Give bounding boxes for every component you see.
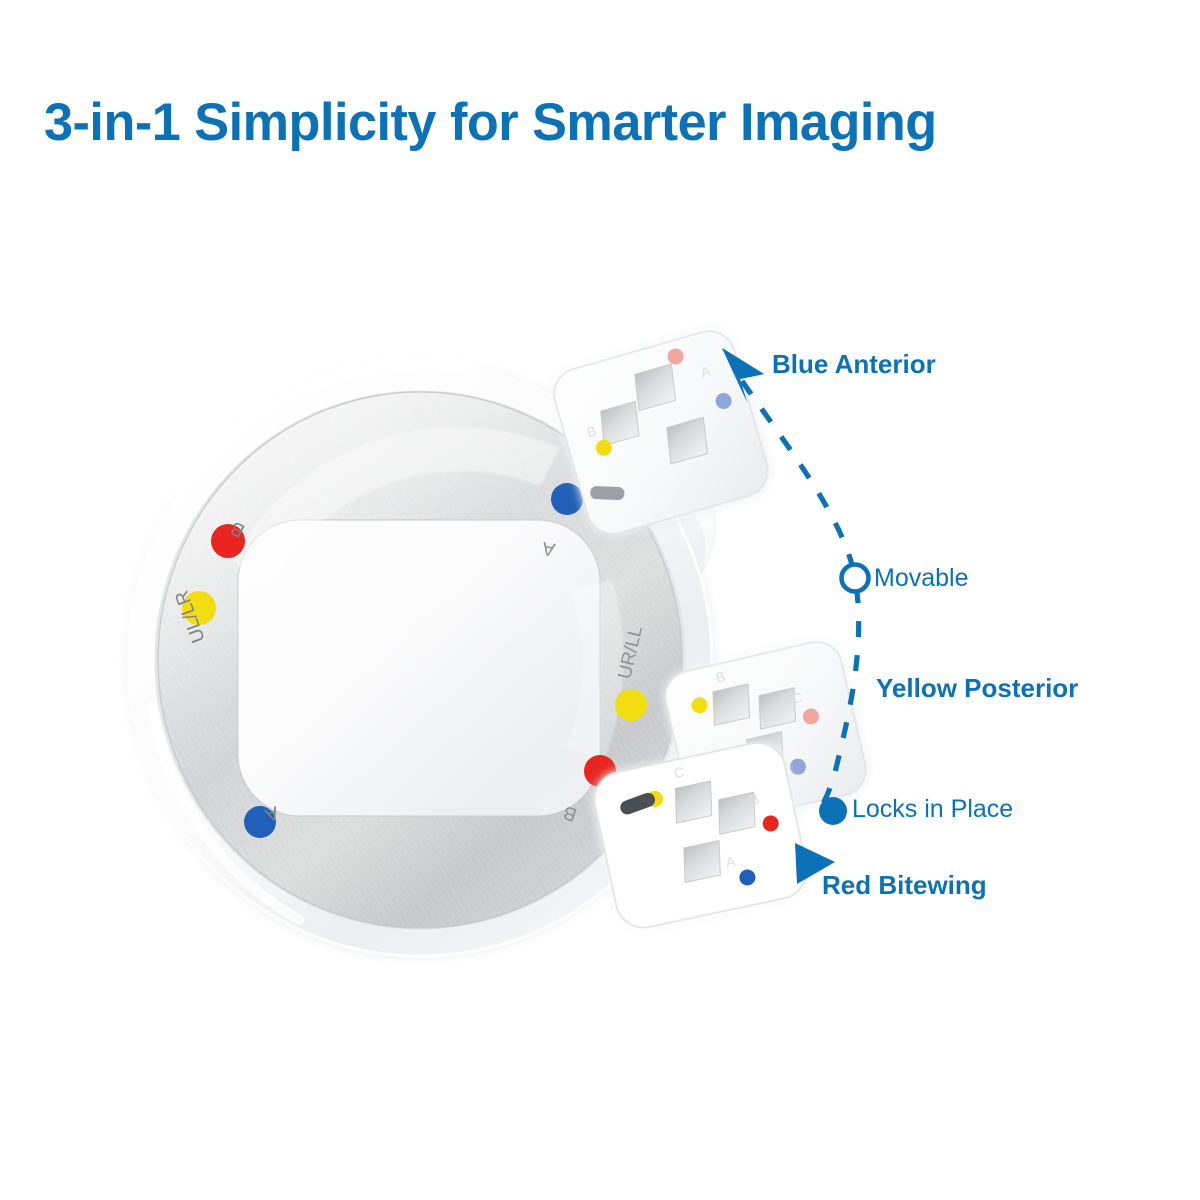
svg-text:A: A [724,853,737,871]
bite-block-dot-blue [715,392,732,409]
bite-block-dot-blue [789,758,806,775]
ring-letter-a-upper-right: A [540,537,556,560]
page-title: 3-in-1 Simplicity for Smarter Imaging [44,93,937,152]
ring-dot-yellow-left [182,591,216,625]
svg-text:B: B [714,668,727,686]
bite-block-dot-red [667,348,684,365]
bite-block-dot-red [762,815,779,832]
hollow-circle-icon [839,562,871,594]
bite-block-slots [674,780,756,884]
svg-text:C: C [672,763,685,781]
aiming-plate [157,391,683,929]
bite-block-anterior: B A [553,330,769,535]
svg-text:B: B [585,423,598,441]
bite-block-dot-red [802,708,819,725]
svg-text:C: C [791,689,804,707]
bite-block-slots [600,363,708,465]
legend-label-blue-anterior: Blue Anterior [772,349,936,379]
filled-circle-icon [819,797,847,825]
bite-block-dot-yellow [691,697,708,714]
ring-dot-yellow-right [615,689,647,721]
bite-block-dot-blue [739,869,756,886]
legend-dashed-connector [739,379,862,814]
svg-text:B: B [748,791,760,809]
arrow-up-left-icon [722,348,764,402]
ring-dot-blue-upper-right [551,483,583,515]
legend-label-red-bitewing: Red Bitewing [822,870,987,900]
arrow-right-icon [795,843,835,884]
ring-dot-blue-lower-left [244,806,276,838]
legend-label-yellow-posterior: Yellow Posterior [876,673,1079,703]
bite-block-dot-yellow [595,439,612,456]
bite-block-bitewing: C B A [593,742,808,929]
bite-block-tab [590,486,625,500]
legend-label-locks-in-place: Locks in Place [852,795,1014,823]
legend-label-movable: Movable [874,564,969,592]
bite-block-tab [620,792,655,815]
ring-dot-red-upper-left [211,524,245,558]
